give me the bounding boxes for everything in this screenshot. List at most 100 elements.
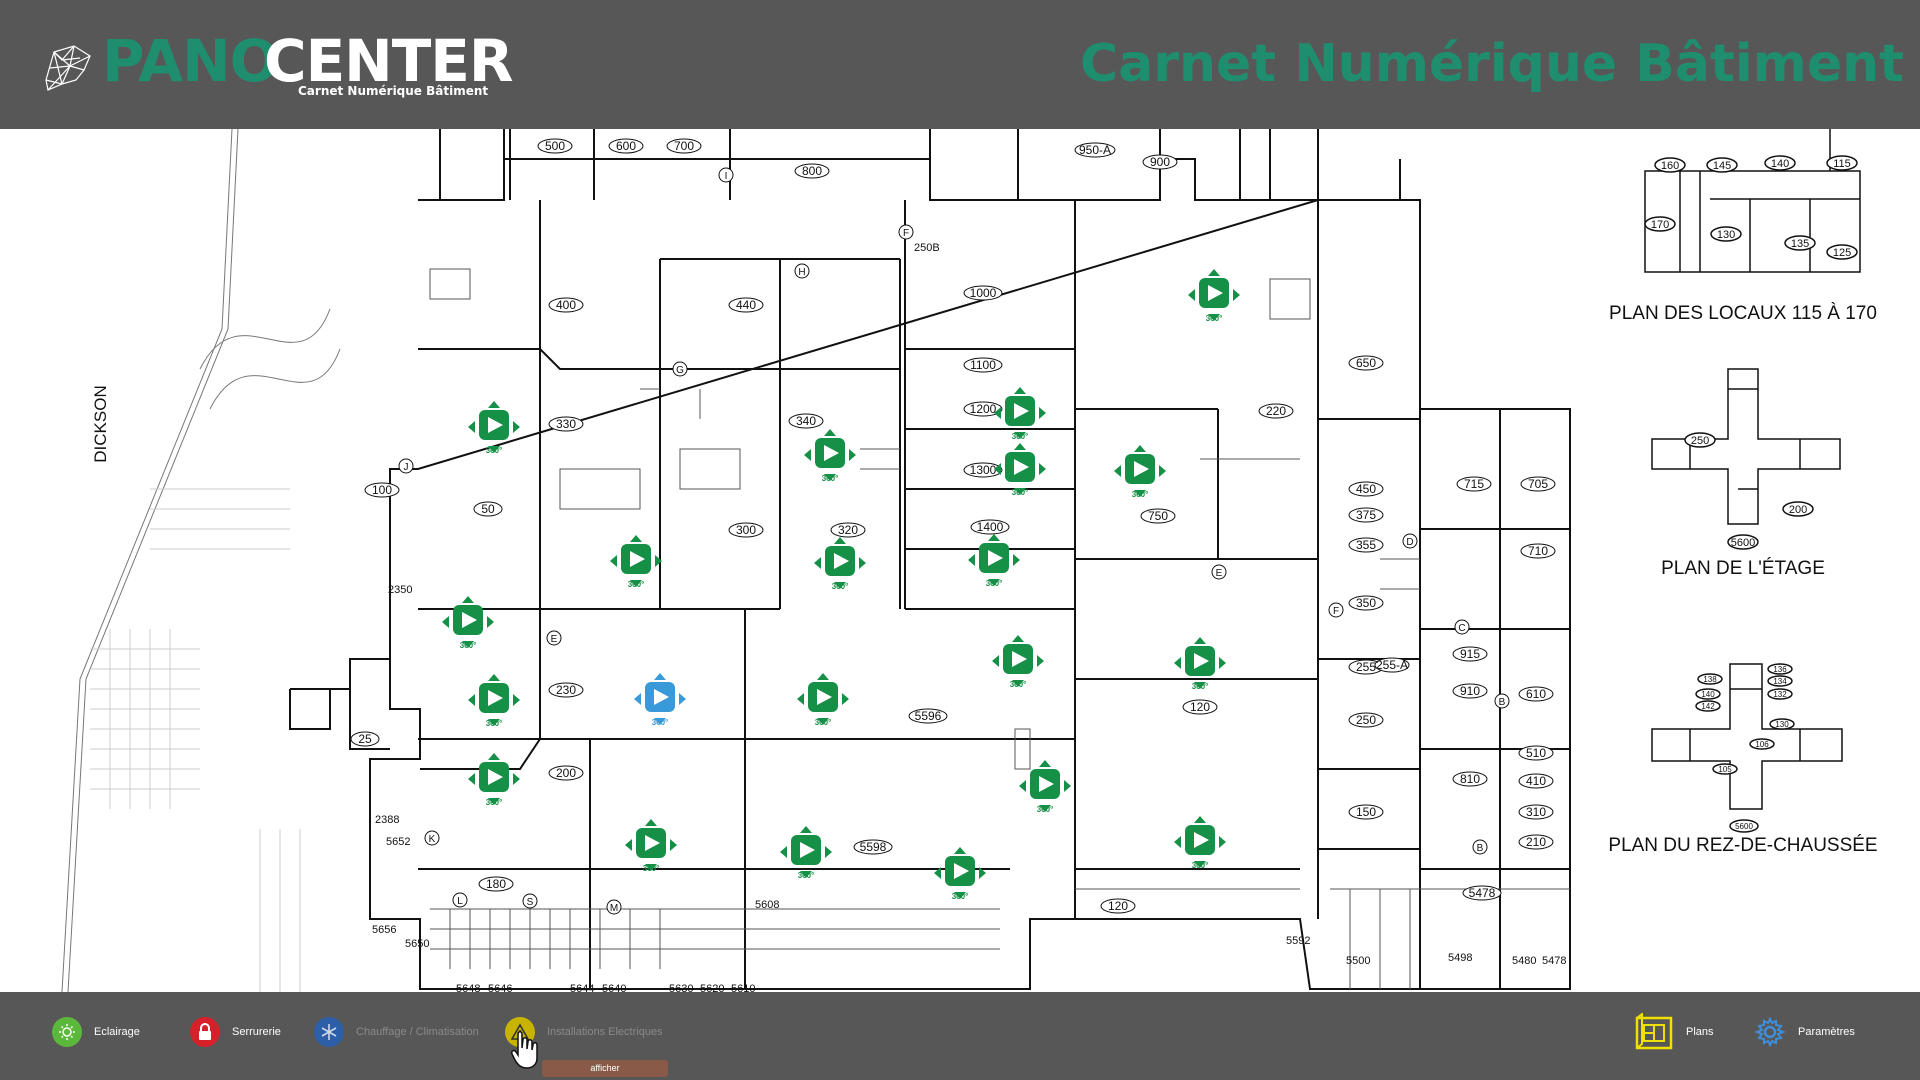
- pano-360-label: 360°: [460, 641, 477, 650]
- pano-360-marker-icon[interactable]: 360°: [968, 534, 1020, 588]
- toolbar-label: Installations Electriques: [547, 1026, 663, 1038]
- pano-360-marker-icon[interactable]: 360°: [625, 819, 677, 873]
- pano-360-label: 360°: [1012, 432, 1029, 441]
- toolbar-label: Paramètres: [1798, 1026, 1855, 1038]
- pano-360-label: 360°: [628, 580, 645, 589]
- toolbar-item-eclairage[interactable]: Eclairage: [52, 1014, 140, 1050]
- svg-text:510: 510: [1526, 746, 1546, 760]
- pano-360-marker-icon[interactable]: 360°: [1174, 816, 1226, 870]
- building-details: [429, 268, 1570, 989]
- svg-text:250: 250: [1691, 435, 1709, 447]
- svg-text:5646: 5646: [488, 983, 512, 992]
- pano-360-marker-icon[interactable]: 360°: [994, 443, 1046, 497]
- pano-360-marker-icon[interactable]: 360°: [468, 401, 520, 455]
- toolbar-label: Eclairage: [94, 1026, 140, 1038]
- svg-text:950-A: 950-A: [1079, 143, 1111, 157]
- svg-text:K: K: [429, 834, 436, 845]
- svg-text:320: 320: [838, 523, 858, 537]
- svg-text:5608: 5608: [755, 899, 779, 911]
- toolbar-item-chauffage[interactable]: Chauffage / Climatisation: [314, 1014, 479, 1050]
- hand-pointer-icon: [511, 1031, 538, 1069]
- toolbar-item-serrurerie[interactable]: Serrurerie: [190, 1014, 281, 1050]
- svg-text:120: 120: [1108, 899, 1128, 913]
- pano-360-marker-icon[interactable]: 360°: [1188, 269, 1240, 323]
- panorama-markers[interactable]: 360° 360° 360° 360° 360° 360° 360° 360° 360° 360°…: [442, 269, 1240, 901]
- svg-text:500: 500: [545, 139, 565, 153]
- svg-text:250: 250: [1356, 713, 1376, 727]
- svg-text:710: 710: [1528, 544, 1548, 558]
- pano-360-label: 360°: [1037, 805, 1054, 814]
- svg-text:375: 375: [1356, 508, 1376, 522]
- svg-text:M: M: [610, 903, 618, 914]
- svg-text:130: 130: [1717, 229, 1735, 241]
- svg-text:138: 138: [1703, 675, 1717, 684]
- pano-360-marker-icon[interactable]: 360°: [610, 535, 662, 589]
- svg-text:230: 230: [556, 683, 576, 697]
- floor-plan-map[interactable]: DICKSON 500 600 700 800 950-A 900: [0, 128, 1920, 995]
- pano-360-label: 360°: [1010, 680, 1027, 689]
- svg-text:810: 810: [1460, 772, 1480, 786]
- pano-360-marker-icon[interactable]: 360°: [814, 537, 866, 591]
- svg-text:142: 142: [1701, 702, 1715, 711]
- pano-360-marker-icon[interactable]: 360°: [634, 673, 686, 727]
- toolbar-item-parametres[interactable]: Paramètres: [1754, 1014, 1855, 1050]
- pano-360-label: 360°: [486, 446, 503, 455]
- mini-plan-etage[interactable]: 250 200 5600: [1651, 368, 1841, 550]
- pano-360-marker-icon[interactable]: 360°: [804, 429, 856, 483]
- svg-text:S: S: [527, 897, 534, 908]
- pano-360-marker-icon[interactable]: 360°: [468, 674, 520, 728]
- svg-text:5644: 5644: [570, 983, 594, 992]
- pano-360-marker-icon[interactable]: 360°: [994, 387, 1046, 441]
- svg-text:255: 255: [1356, 660, 1376, 674]
- logo-text-center: CENTER: [264, 27, 514, 95]
- svg-text:910: 910: [1460, 684, 1480, 698]
- pano-360-marker-icon[interactable]: 360°: [992, 635, 1044, 689]
- svg-text:130: 130: [1775, 720, 1789, 729]
- svg-text:5478: 5478: [1542, 955, 1566, 967]
- toolbar-item-plans[interactable]: Plans: [1634, 1011, 1714, 1051]
- svg-text:2350: 2350: [388, 584, 412, 596]
- pano-360-marker-icon[interactable]: 360°: [468, 753, 520, 807]
- pano-360-label: 360°: [1132, 490, 1149, 499]
- svg-text:1200: 1200: [970, 402, 997, 416]
- svg-text:750: 750: [1148, 509, 1168, 523]
- pano-360-marker-icon[interactable]: 360°: [1019, 760, 1071, 814]
- mini-plan-locaux[interactable]: 160 145 140 115 170 130 135 125: [1644, 129, 1861, 273]
- logo-subtitle: Carnet Numérique Bâtiment: [298, 84, 489, 98]
- grid-letters: I F H G J D E E F C B B K L S M: [398, 167, 1510, 915]
- blueprint-icon: [1634, 1011, 1674, 1051]
- svg-text:H: H: [798, 267, 805, 278]
- pano-360-marker-icon[interactable]: 360°: [1114, 445, 1166, 499]
- plan-caption-locaux: PLAN DES LOCAUX 115 À 170: [1609, 303, 1877, 324]
- svg-text:106: 106: [1755, 740, 1769, 749]
- pano-360-marker-icon[interactable]: 360°: [1174, 637, 1226, 691]
- svg-text:5600: 5600: [1735, 822, 1753, 831]
- geodesic-logo-icon: [45, 45, 91, 91]
- svg-text:700: 700: [674, 139, 694, 153]
- svg-text:5600: 5600: [1731, 537, 1755, 549]
- pano-360-marker-icon[interactable]: 360°: [934, 847, 986, 901]
- street-label: DICKSON: [91, 385, 110, 462]
- pano-360-label: 360°: [1192, 861, 1209, 870]
- pano-360-marker-icon[interactable]: 360°: [780, 826, 832, 880]
- plan-caption-rez-de-chaussee: PLAN DU REZ-DE-CHAUSSÉE: [1608, 835, 1877, 856]
- svg-text:5648: 5648: [456, 983, 480, 992]
- svg-text:440: 440: [736, 298, 756, 312]
- bottom-toolbar: [0, 992, 1920, 1080]
- svg-text:5650: 5650: [405, 938, 429, 950]
- mini-plan-rez-de-chaussee[interactable]: 138 136 134 132 140 142 130 106 105 5600: [1651, 663, 1843, 833]
- svg-text:300: 300: [736, 523, 756, 537]
- svg-text:5656: 5656: [372, 924, 396, 936]
- svg-text:L: L: [457, 896, 463, 907]
- svg-text:120: 120: [1190, 700, 1210, 714]
- svg-text:610: 610: [1526, 687, 1546, 701]
- toolbar-label: Plans: [1686, 1026, 1714, 1038]
- svg-text:136: 136: [1773, 665, 1787, 674]
- pano-360-marker-icon[interactable]: 360°: [797, 673, 849, 727]
- pano-360-label: 360°: [486, 719, 503, 728]
- svg-text:1300: 1300: [970, 463, 997, 477]
- pano-360-label: 360°: [652, 718, 669, 727]
- svg-text:140: 140: [1701, 690, 1715, 699]
- pano-360-marker-icon[interactable]: 360°: [442, 596, 494, 650]
- svg-text:350: 350: [1356, 596, 1376, 610]
